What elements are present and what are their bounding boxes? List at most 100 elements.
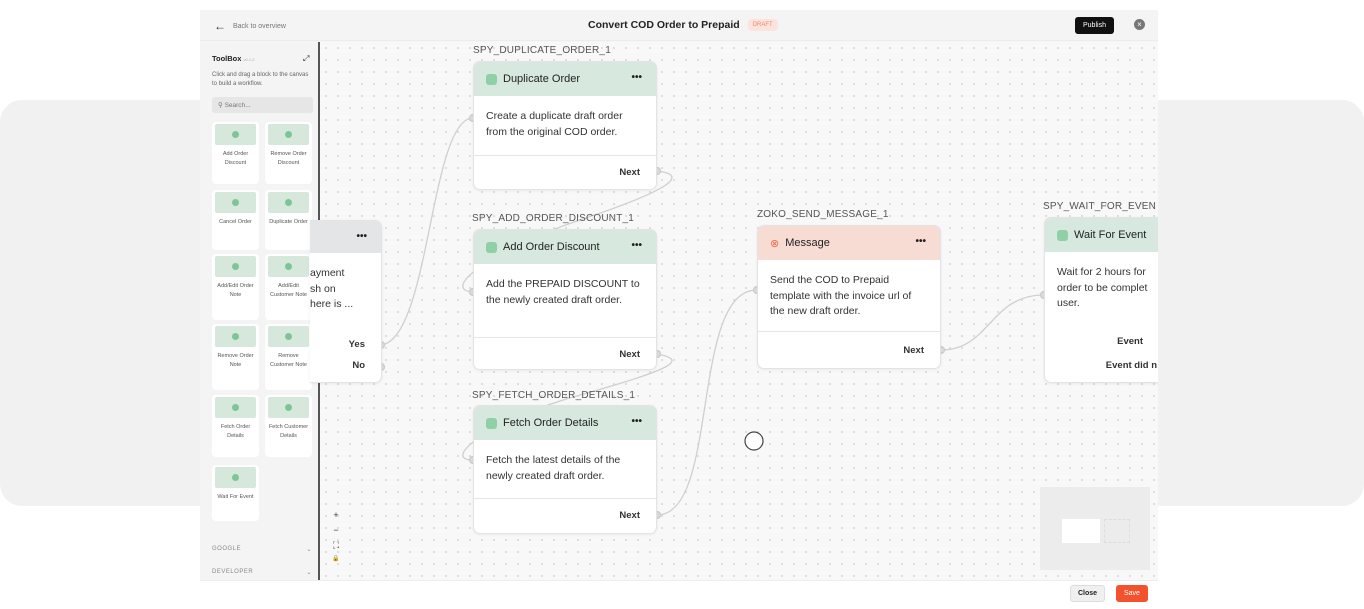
duplicate-icon: [486, 73, 497, 85]
search-input[interactable]: ⚲ Search...: [212, 97, 313, 113]
tool-icon: [215, 256, 256, 277]
chevron-down-icon: ⌄: [306, 547, 312, 553]
tool-label: Fetch Customer Details: [268, 424, 309, 439]
header: ← Back to overview Convert COD Order to P…: [200, 10, 1158, 41]
back-to-overview-link[interactable]: ← Back to overview: [214, 19, 286, 33]
tool-tile[interactable]: Cancel Order: [212, 190, 259, 250]
wait-icon: [1057, 229, 1068, 241]
node-duplicate-order[interactable]: Duplicate Order ••• Create a duplicate dr…: [473, 61, 657, 190]
publish-button[interactable]: Publish: [1075, 17, 1114, 34]
tool-label: Wait For Event: [217, 494, 254, 500]
more-icon[interactable]: •••: [915, 236, 926, 247]
workflow-editor-window: ← Back to overview Convert COD Order to P…: [200, 10, 1158, 607]
node-id-label: SPY_ADD_ORDER_DISCOUNT_1: [472, 213, 635, 224]
more-icon[interactable]: •••: [631, 72, 642, 83]
message-icon: ⊗: [770, 237, 780, 250]
tool-tile[interactable]: Fetch Order Details: [212, 395, 259, 457]
background-band: [0, 100, 230, 506]
more-icon[interactable]: •••: [631, 240, 642, 251]
zoom-in-button[interactable]: +: [333, 510, 339, 520]
output-no[interactable]: No: [352, 360, 365, 371]
tool-tile[interactable]: Add/Edit Order Note: [212, 254, 259, 320]
tool-label: Add/Edit Customer Note: [270, 283, 307, 298]
tool-icon: [215, 326, 256, 347]
output-event[interactable]: Event: [1117, 336, 1143, 347]
tool-icon: [268, 192, 309, 213]
edge-duplicate-to-discount: [462, 170, 673, 293]
node-add-order-discount[interactable]: Add Order Discount••• Add the PREPAID DI…: [473, 229, 657, 370]
tool-label: Cancel Order: [219, 219, 252, 225]
tool-label: Remove Customer Note: [270, 353, 307, 368]
node-body: Wait for 2 hours for order to be complet…: [1057, 266, 1148, 309]
divider: [474, 498, 656, 499]
output-next[interactable]: Next: [619, 349, 640, 360]
node-id-label: SPY_WAIT_FOR_EVEN: [1043, 201, 1157, 212]
output-next[interactable]: Next: [903, 345, 924, 356]
tool-tile[interactable]: Remove Order Discount: [265, 122, 312, 184]
status-badge: DRAFT: [747, 19, 778, 31]
divider: [474, 155, 656, 156]
background-band: [1140, 100, 1364, 506]
node-wait-for-event[interactable]: Wait For Event Wait for 2 hours for orde…: [1044, 217, 1158, 383]
output-event-did-not[interactable]: Event did n: [1105, 360, 1157, 371]
node-body: Add the PREPAID DISCOUNT to the newly cr…: [486, 278, 640, 306]
node-id-label: SPY_DUPLICATE_ORDER_1: [473, 45, 611, 56]
divider: [758, 331, 940, 332]
tool-tile[interactable]: Fetch Customer Details: [265, 395, 312, 457]
node-title: Fetch Order Details: [503, 417, 599, 429]
zoom-out-button[interactable]: −: [333, 525, 339, 535]
node-header: Wait For Event: [1045, 218, 1158, 252]
tool-tile[interactable]: Duplicate Order: [265, 190, 312, 250]
tool-icon: [215, 467, 256, 488]
workflow-canvas[interactable]: [318, 42, 1158, 580]
workflow-title: Convert COD Order to Prepaid: [588, 19, 740, 31]
edge-fetch-to-message: [656, 289, 758, 516]
section-developer[interactable]: DEVELOPER⌄: [212, 569, 312, 576]
tool-tile[interactable]: Wait For Event: [212, 465, 259, 521]
save-button[interactable]: Save: [1116, 585, 1148, 602]
node-title: Message: [785, 237, 830, 249]
section-label: DEVELOPER: [212, 569, 254, 575]
footer: Close Save: [200, 580, 1158, 607]
tag-icon: [486, 241, 497, 253]
tool-icon: [268, 397, 309, 418]
section-google[interactable]: GOOGLE⌄: [212, 546, 312, 553]
node-header: •••: [310, 221, 381, 253]
toolbox-title-text: ToolBox: [212, 54, 242, 63]
minimap-viewport: [1062, 519, 1100, 543]
node-body: ayment sh on here is ...: [310, 267, 354, 310]
tool-icon: [215, 124, 256, 145]
node-message[interactable]: ⊗Message••• Send the COD to Prepaid temp…: [757, 225, 941, 369]
expand-icon[interactable]: ⤢: [303, 54, 310, 63]
more-icon[interactable]: •••: [356, 231, 367, 242]
node-id-label: ZOKO_SEND_MESSAGE_1: [757, 209, 889, 220]
fit-view-button[interactable]: ⛶: [332, 540, 340, 550]
output-next[interactable]: Next: [619, 167, 640, 178]
edge-message-to-wait: [940, 294, 1045, 351]
minimap[interactable]: [1040, 487, 1150, 570]
lock-button[interactable]: 🔒: [332, 556, 340, 562]
output-next[interactable]: Next: [619, 510, 640, 521]
page-title: Convert COD Order to Prepaid DRAFT: [588, 19, 778, 31]
close-button[interactable]: Close: [1070, 585, 1106, 602]
tool-icon: [215, 397, 256, 418]
close-icon[interactable]: ×: [1134, 19, 1145, 30]
more-icon[interactable]: •••: [631, 416, 642, 427]
tool-tile[interactable]: Remove Order Note: [212, 324, 259, 390]
tool-tile[interactable]: Add/Edit Customer Note: [265, 254, 312, 320]
node-id-label: SPY_FETCH_ORDER_DETAILS_1: [472, 390, 636, 401]
toolbox-version: v0.1.2: [243, 57, 255, 62]
tool-tile[interactable]: Remove Customer Note: [265, 324, 312, 390]
node-header: Add Order Discount•••: [474, 230, 656, 264]
arrow-left-icon: ←: [214, 19, 226, 33]
tool-tile[interactable]: Add Order Discount: [212, 122, 259, 184]
node-body: Create a duplicate draft order from the …: [486, 110, 623, 138]
node-title: Duplicate Order: [503, 73, 581, 85]
node-fetch-order-details[interactable]: Fetch Order Details••• Fetch the latest …: [473, 405, 657, 534]
node-condition[interactable]: ••• ayment sh on here is ... Yes No: [310, 220, 382, 383]
search-placeholder: Search...: [224, 102, 251, 109]
minimap-nodes: [1104, 519, 1130, 543]
tool-icon: [268, 256, 309, 277]
output-yes[interactable]: Yes: [348, 339, 365, 350]
back-label: Back to overview: [233, 22, 286, 30]
